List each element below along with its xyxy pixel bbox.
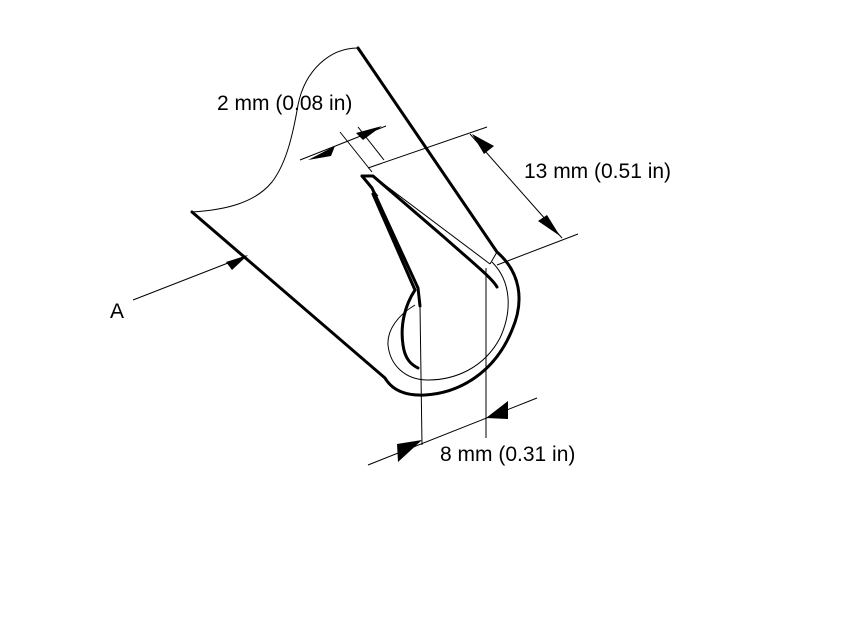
dim-length-label: 13 mm (0.51 in) xyxy=(524,160,671,183)
dim-thickness-arrow-right xyxy=(356,126,382,140)
dim-thickness-arrow-left xyxy=(308,146,335,160)
dim-width-label: 8 mm (0.31 in) xyxy=(440,443,575,466)
view-ref-label: A xyxy=(110,300,124,323)
dim-width-line xyxy=(367,397,538,466)
slot-left-inner xyxy=(371,192,420,370)
view-ref-arrowhead xyxy=(226,255,248,270)
slot-outline xyxy=(360,174,499,289)
dim-thickness-label: 2 mm (0.08 in) xyxy=(217,92,352,115)
dim-width-ext-1 xyxy=(419,305,423,446)
dim-length-ext-1 xyxy=(367,126,488,169)
dim-width-arrow-right xyxy=(486,401,508,419)
dim-length-ext-2 xyxy=(496,233,579,266)
fold-inner-highlight xyxy=(387,261,509,381)
part-top-edge xyxy=(190,46,521,397)
inner-corner-line xyxy=(489,251,498,265)
slot-left-edge xyxy=(360,174,422,308)
dim-width-arrow-left xyxy=(397,440,422,462)
dim-thickness-ext-1 xyxy=(339,131,373,173)
dim-length-arrow-bottom xyxy=(538,215,560,236)
dim-length-arrow-top xyxy=(472,134,494,154)
slot-chamfer-line-2 xyxy=(361,175,379,197)
slot-chamfer-line xyxy=(372,175,491,265)
break-line-top xyxy=(191,47,359,213)
